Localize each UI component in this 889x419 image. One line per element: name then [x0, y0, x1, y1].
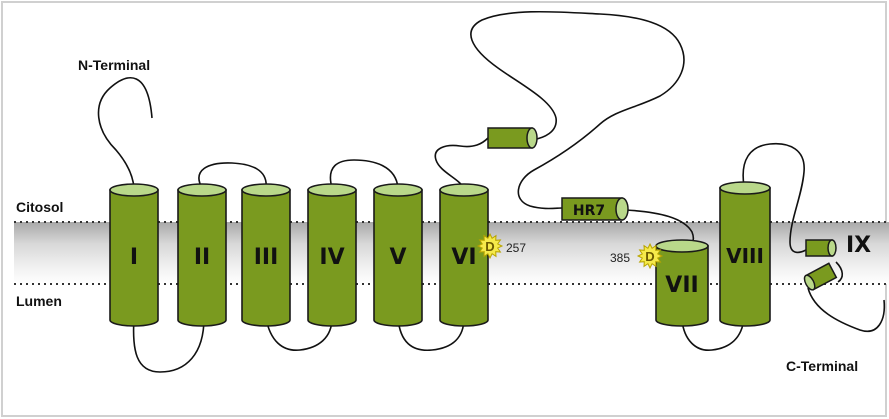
site-number-257: 257: [506, 241, 526, 255]
site-number-385: 385: [610, 251, 630, 265]
helix-V: V: [373, 183, 423, 327]
helix-label-I: I: [130, 245, 138, 270]
loop-VI-helix: [434, 137, 489, 189]
helix-label-VIII: VIII: [726, 244, 764, 268]
helix-II-body: [177, 189, 227, 327]
loop-III-IV: [265, 317, 333, 351]
helix-VIII-top: [719, 181, 771, 195]
loop-VIII-IX: [742, 142, 807, 254]
loop-IX-segment: [835, 261, 844, 283]
hr7-helix: HR7: [561, 197, 629, 221]
helix-V-top: [373, 183, 423, 197]
helix-I-body: [109, 189, 159, 327]
helix-III: III: [241, 183, 291, 327]
n-terminal-loop: [97, 77, 153, 189]
loop-VII-VIII: [681, 317, 745, 351]
helix-VIII-body: [719, 187, 771, 327]
active-site-d385: D 385: [610, 242, 664, 270]
loop-I-II: [132, 317, 205, 373]
helix-VIII: VIII: [719, 181, 771, 327]
helix-V-body: [373, 189, 423, 327]
n-terminal-label: N-Terminal: [78, 57, 150, 73]
helix-VI-top: [439, 183, 489, 197]
helix-VII-top: [655, 239, 709, 253]
cytosolic-long-loop: [470, 10, 685, 210]
peptide-chain: [97, 10, 886, 373]
helix-IV-body: [307, 189, 357, 327]
hr7-label: HR7: [573, 203, 605, 219]
loop-V-VI: [397, 317, 465, 351]
helix-VI-body: [439, 189, 489, 327]
helix-II: II: [177, 183, 227, 327]
helix-IV-top: [307, 183, 357, 197]
cytosolic-small-helix: [487, 127, 538, 149]
helix-label-II: II: [194, 245, 210, 270]
helix-label-VII: VII: [665, 273, 698, 298]
helix-label-VI: VI: [451, 245, 476, 270]
c-terminal-label: C-Terminal: [786, 358, 858, 374]
helix-III-top: [241, 183, 291, 197]
loop-IV-V: [329, 159, 399, 189]
helix-I: I: [109, 183, 159, 327]
site-residue-257: D: [485, 239, 494, 254]
helix-label-IX: IX: [846, 233, 871, 258]
helix-label-IV: IV: [319, 245, 344, 270]
c-terminal-tail: [807, 287, 886, 333]
helix-VI: VI: [439, 183, 489, 327]
loop-II-III: [198, 162, 267, 189]
helix-IV: IV: [307, 183, 357, 327]
helix-III-body: [241, 189, 291, 327]
helix-II-top: [177, 183, 227, 197]
site-residue-385: D: [645, 249, 654, 264]
active-site-d257: D 257: [476, 232, 526, 260]
helix-I-top: [109, 183, 159, 197]
helix-label-III: III: [254, 245, 279, 270]
helix-VII: VII: [655, 239, 709, 327]
citosol-label: Citosol: [16, 199, 63, 215]
helix-IX: IX: [803, 233, 871, 291]
helix-label-V: V: [389, 245, 406, 270]
lumen-label: Lumen: [16, 293, 62, 309]
helix-VII-body: [655, 245, 709, 327]
